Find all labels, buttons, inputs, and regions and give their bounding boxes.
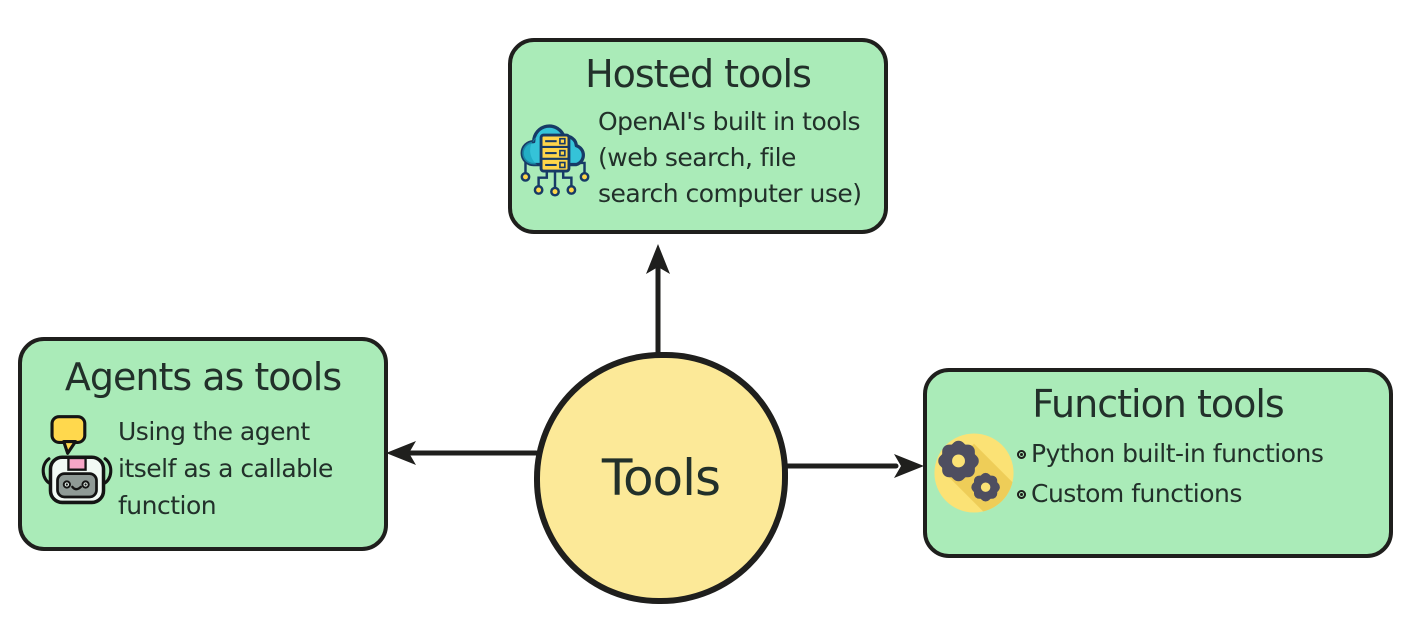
- robot-chat-icon: [38, 409, 118, 521]
- arrow-tools-to-functions: [781, 454, 924, 478]
- hosted-tools-title: Hosted tools: [585, 52, 812, 96]
- agents-as-tools-description-line: itself as a callable: [118, 454, 333, 483]
- function-tools-bullet-text: Python built-in functions: [1031, 439, 1324, 468]
- node-agents-as-tools: Agents as tools: [18, 337, 388, 551]
- hosted-tools-description-line: OpenAI's built in tools: [598, 107, 861, 136]
- agents-as-tools-description-line: function: [118, 491, 217, 520]
- hosted-tools-description: OpenAI's built in tools (web search, fil…: [598, 104, 862, 212]
- arrow-tools-to-hosted: [646, 244, 670, 355]
- hosted-tools-description-line: search computer use): [598, 179, 862, 208]
- function-tools-title: Function tools: [1032, 382, 1284, 426]
- node-hosted-tools: Hosted tools: [508, 38, 888, 234]
- function-tools-bullets: Python built-in functions Custom functio…: [1017, 434, 1324, 514]
- node-tools-center: Tools: [534, 352, 788, 604]
- arrow-tools-to-agents: [386, 441, 539, 465]
- function-tools-bullet-text: Custom functions: [1031, 479, 1242, 508]
- hosted-tools-description-line: (web search, file: [598, 143, 796, 172]
- bullet-icon: [1017, 449, 1026, 459]
- cloud-server-icon: [514, 106, 598, 210]
- function-tools-bullet: Python built-in functions: [1017, 434, 1324, 474]
- gears-icon: [931, 430, 1017, 516]
- agents-as-tools-description: Using the agent itself as a callable fun…: [118, 413, 333, 524]
- bullet-icon: [1017, 489, 1026, 499]
- node-function-tools: Function tools: [923, 368, 1393, 558]
- function-tools-bullet: Custom functions: [1017, 474, 1323, 514]
- agents-as-tools-description-line: Using the agent: [118, 417, 310, 446]
- agents-as-tools-title: Agents as tools: [64, 355, 342, 399]
- tools-center-label: Tools: [601, 449, 721, 507]
